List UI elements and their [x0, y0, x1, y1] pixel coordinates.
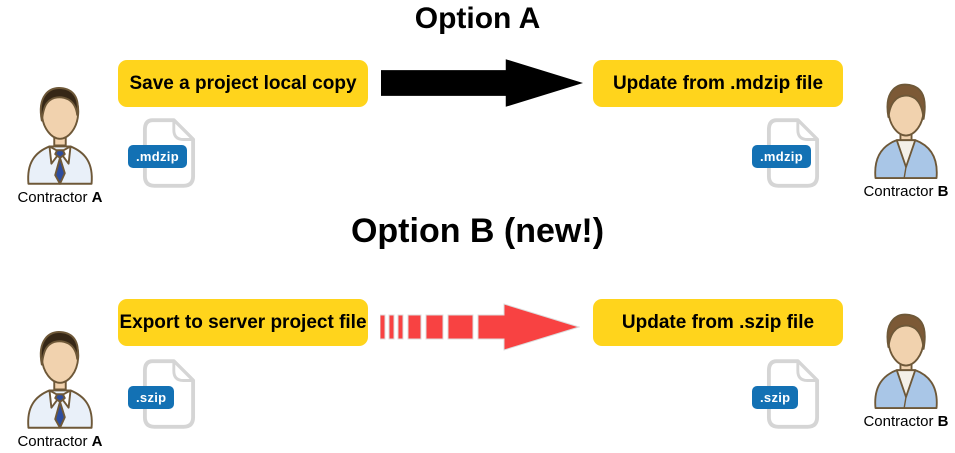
contractor-b-icon: Contractor B: [856, 310, 955, 430]
dashed-transfer-arrow-icon: [379, 301, 581, 358]
file-extension-badge: .mdzip: [128, 145, 187, 168]
contractor-a-label: Contractor A: [17, 433, 103, 450]
mdzip-file-icon: .mdzip: [752, 117, 836, 191]
contractor-b-label: Contractor B: [863, 183, 949, 200]
export-to-server-box: Export to server project file: [118, 299, 368, 346]
file-extension-badge: .szip: [128, 386, 175, 409]
szip-file-icon: .szip: [128, 358, 212, 432]
save-project-local-copy-box: Save a project local copy: [118, 60, 368, 107]
file-extension-badge: .szip: [752, 386, 799, 409]
file-extension-badge: .mdzip: [752, 145, 811, 168]
contractor-b-icon: Contractor B: [856, 80, 955, 200]
option-a-title: Option A: [414, 2, 541, 35]
update-from-mdzip-box: Update from .mdzip file: [593, 60, 843, 107]
update-from-szip-box: Update from .szip file: [593, 299, 843, 346]
szip-file-icon: .szip: [752, 358, 836, 432]
mdzip-file-icon: .mdzip: [128, 117, 212, 191]
solid-transfer-arrow-icon: [381, 57, 583, 114]
contractor-a-icon: Contractor A: [8, 326, 112, 450]
contractor-b-label: Contractor B: [863, 413, 949, 430]
contractor-a-icon: Contractor A: [8, 82, 112, 206]
option-b-title: Option B (new!): [350, 212, 605, 250]
contractor-a-label: Contractor A: [17, 189, 103, 206]
